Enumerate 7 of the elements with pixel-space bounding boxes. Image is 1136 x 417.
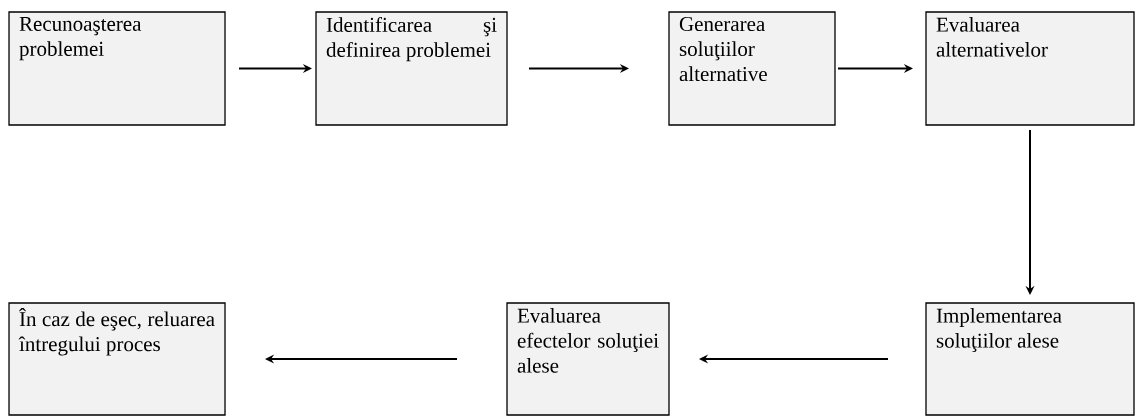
- process-box: Evaluarea efectelor soluţiei alese: [506, 302, 670, 416]
- process-box: Recunoaşterea problemei: [8, 11, 226, 126]
- process-box: În caz de eşec, reluarea întregului proces: [8, 302, 226, 416]
- process-box: Generarea soluţiilor alternative: [668, 11, 836, 126]
- process-box: Identificarea şi definirea problemei: [315, 11, 508, 126]
- process-box: Evaluarea alternativelor: [925, 11, 1135, 126]
- process-box: Implementarea soluţiilor alese: [925, 302, 1135, 416]
